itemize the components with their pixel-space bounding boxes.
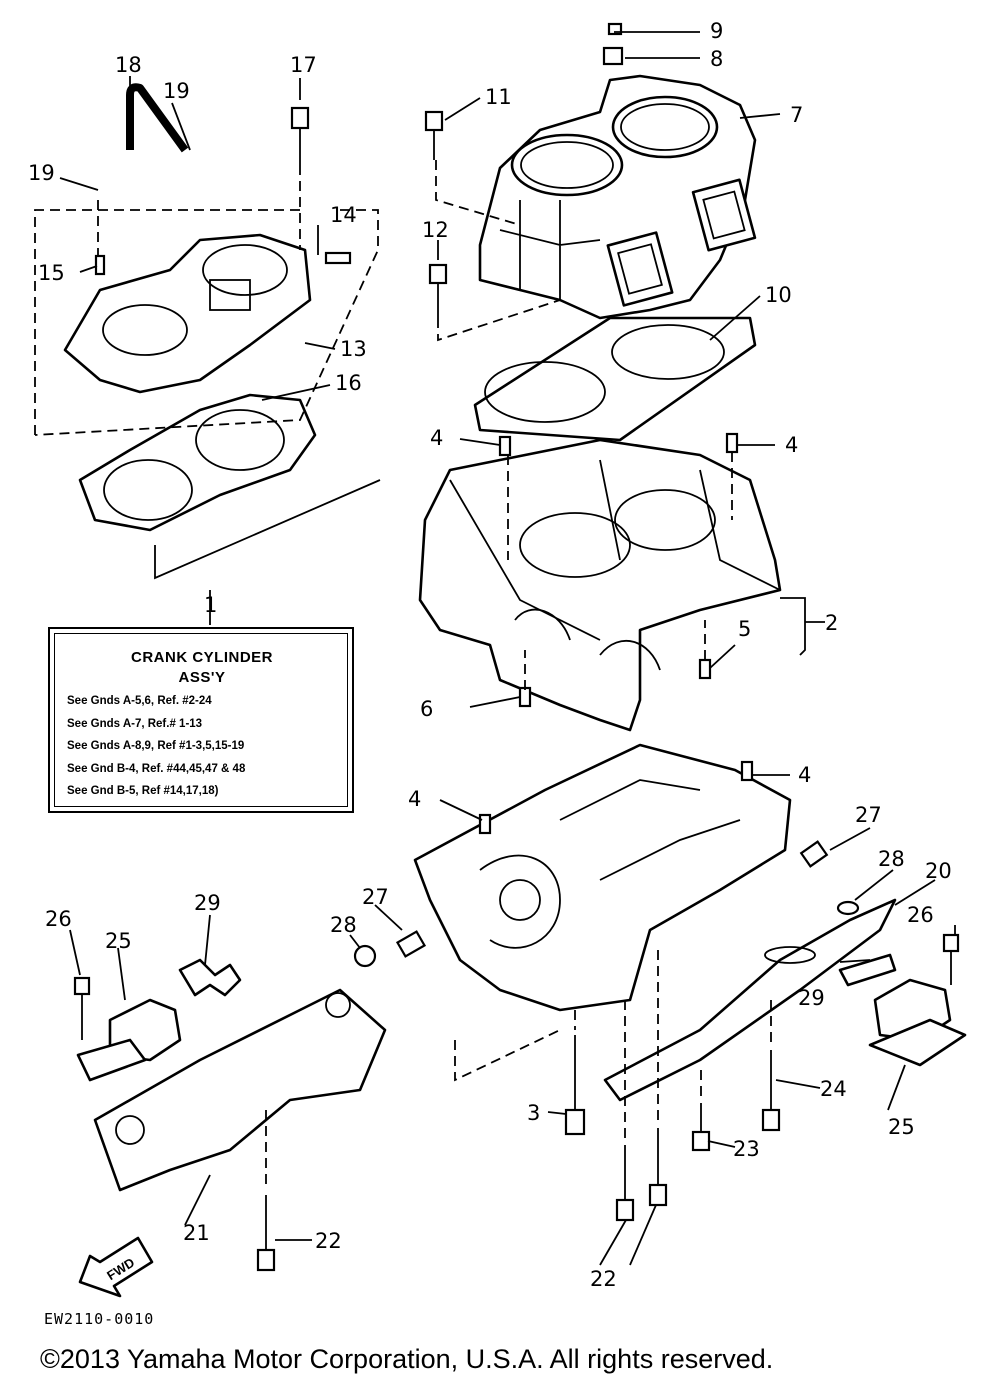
assembly-title-line1: CRANK CYLINDER xyxy=(131,649,273,666)
leader-lines xyxy=(59,31,956,1266)
callout-28a: 28 xyxy=(878,847,905,871)
reference-line: See Gnds A-5,6, Ref. #2-24 xyxy=(67,695,212,707)
callout-13: 13 xyxy=(340,337,367,361)
reference-line: See Gnds A-8,9, Ref #1-3,5,15-19 xyxy=(67,740,245,752)
bolts xyxy=(73,22,960,1272)
callout-4d: 4 xyxy=(798,763,811,787)
assembly-title-line2: ASS'Y xyxy=(178,669,226,686)
callout-4b: 4 xyxy=(785,433,798,457)
callout-10: 10 xyxy=(765,283,792,307)
callout-25b: 25 xyxy=(888,1115,915,1139)
callout-29a: 29 xyxy=(194,891,221,915)
callout-28b: 28 xyxy=(330,913,357,937)
callout-4c: 4 xyxy=(408,787,421,811)
callout-21: 21 xyxy=(183,1221,210,1245)
callout-19a: 19 xyxy=(163,79,190,103)
callout-26b: 26 xyxy=(907,903,934,927)
callout-22a: 22 xyxy=(315,1229,342,1253)
callout-1: 1 xyxy=(204,593,217,617)
lower-crankcase xyxy=(413,743,792,1012)
callout-26a: 26 xyxy=(45,907,72,931)
callout-8: 8 xyxy=(710,47,723,71)
callout-18: 18 xyxy=(115,53,142,77)
rubber-mount-left xyxy=(76,998,182,1082)
assembly-reference-box: CRANK CYLINDER ASS'Y See Gnds A-5,6, Ref… xyxy=(48,627,354,813)
head-gasket xyxy=(78,393,317,532)
fwd-arrow: FWD xyxy=(78,1236,154,1298)
callout-2: 2 xyxy=(825,611,838,635)
callout-25a: 25 xyxy=(105,929,132,953)
callout-22b: 22 xyxy=(590,1267,617,1291)
rear-engine-mount-bracket xyxy=(603,898,897,1102)
shims xyxy=(178,953,897,997)
callout-15: 15 xyxy=(38,261,65,285)
callout-23: 23 xyxy=(733,1137,760,1161)
cylinder-head xyxy=(63,233,312,394)
callout-labels: 9 8 7 11 10 12 17 18 19 19 14 15 13 16 4… xyxy=(28,19,952,1291)
callout-14: 14 xyxy=(330,203,357,227)
callout-29b: 29 xyxy=(798,986,825,1010)
rubber-mount-right xyxy=(868,978,967,1067)
callout-3: 3 xyxy=(527,1101,540,1125)
callout-27a: 27 xyxy=(855,803,882,827)
copyright-notice: ©2013 Yamaha Motor Corporation, U.S.A. A… xyxy=(40,1344,774,1374)
callout-16: 16 xyxy=(335,371,362,395)
cylinder-gasket xyxy=(473,316,757,442)
callout-6: 6 xyxy=(420,697,433,721)
callout-4a: 4 xyxy=(430,426,443,450)
callout-17: 17 xyxy=(290,53,317,77)
reference-line: See Gnd B-4, Ref. #44,45,47 & 48 xyxy=(67,762,246,775)
callout-24: 24 xyxy=(820,1077,847,1101)
reference-line: See Gnd B-5, Ref #14,17,18) xyxy=(67,785,219,797)
callout-9: 9 xyxy=(710,19,723,43)
cylinder-block xyxy=(478,74,757,320)
callout-20: 20 xyxy=(925,859,952,883)
callout-7: 7 xyxy=(790,103,803,127)
callout-11: 11 xyxy=(485,85,512,109)
drawing-code: EW2110-0010 xyxy=(44,1310,155,1328)
head-assy-dashed-box xyxy=(34,209,379,436)
assembly-reference-inner: CRANK CYLINDER ASS'Y See Gnds A-5,6, Ref… xyxy=(54,633,348,807)
callout-19b: 19 xyxy=(28,161,55,185)
callout-12: 12 xyxy=(422,218,449,242)
callout-27b: 27 xyxy=(362,885,389,909)
upper-crankcase xyxy=(418,438,782,732)
callout-5: 5 xyxy=(738,617,751,641)
front-engine-mount-bracket xyxy=(93,988,387,1192)
reference-line: See Gnds A-7, Ref.# 1-13 xyxy=(67,717,203,730)
alignment-dashes xyxy=(97,160,772,1190)
